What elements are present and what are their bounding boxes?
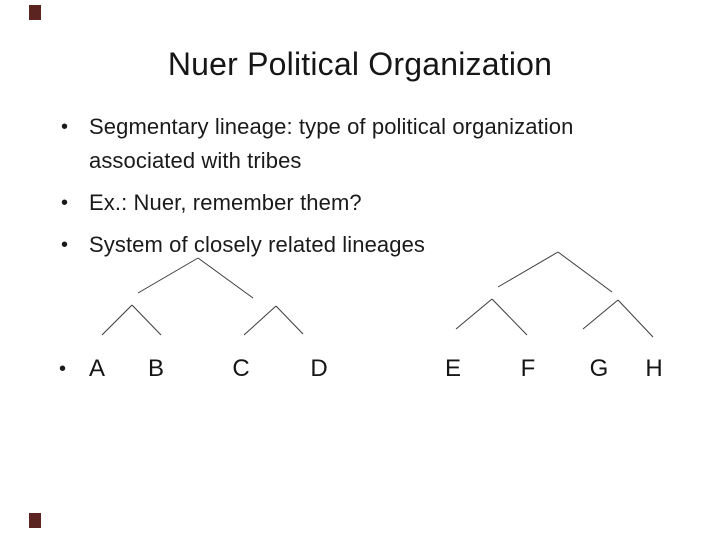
bullet-item-2: • Ex.: Nuer, remember them? xyxy=(55,186,685,220)
bullet-list: • Segmentary lineage: type of political o… xyxy=(55,110,685,262)
lineage-branch-line xyxy=(131,304,162,336)
bullet-line: System of closely related lineages xyxy=(89,232,426,257)
bullet-line: associated with tribes xyxy=(89,148,302,173)
bullet-item-3: • System of closely related lineages xyxy=(55,228,685,262)
template-corner-mark-bottom xyxy=(29,513,41,528)
lineage-branch-line xyxy=(617,299,654,338)
left-tree xyxy=(101,257,304,336)
lineage-label-a: A xyxy=(88,355,106,382)
lineage-label-f: F xyxy=(520,355,536,382)
lineage-branch-line xyxy=(243,305,277,336)
bullet-dot: • xyxy=(61,234,69,256)
bullet-dot: • xyxy=(61,116,69,138)
lineage-branch-line xyxy=(101,304,133,336)
lineage-label-d: D xyxy=(310,355,328,382)
lineage-label-c: C xyxy=(232,355,250,382)
lineage-branch-line xyxy=(275,305,304,335)
template-corner-mark-top xyxy=(29,5,41,20)
lineage-branch-line xyxy=(197,257,254,299)
lineage-label-g: G xyxy=(589,355,609,382)
bullet-item-1: • Segmentary lineage: type of political o… xyxy=(55,110,685,178)
right-tree xyxy=(455,251,654,338)
lineage-branch-line xyxy=(137,257,199,294)
lineage-label-e: E xyxy=(444,355,462,382)
bullet-line: Segmentary lineage: type of political or… xyxy=(89,114,574,139)
lineage-label-h: H xyxy=(645,355,663,382)
lineage-label-b: B xyxy=(147,355,165,382)
lineage-branch-line xyxy=(582,299,619,330)
lineage-branch-line xyxy=(491,298,528,336)
bullet-text: System of closely related lineages xyxy=(89,228,685,262)
bullet-line: Ex.: Nuer, remember them? xyxy=(89,190,362,215)
lineage-row-bullet: • xyxy=(59,358,67,380)
bullet-dot: • xyxy=(61,192,69,214)
bullet-text: Ex.: Nuer, remember them? xyxy=(89,186,685,220)
lineage-branch-line xyxy=(455,298,493,330)
slide-title: Nuer Political Organization xyxy=(167,46,553,82)
bullet-text: Segmentary lineage: type of political or… xyxy=(89,110,685,178)
